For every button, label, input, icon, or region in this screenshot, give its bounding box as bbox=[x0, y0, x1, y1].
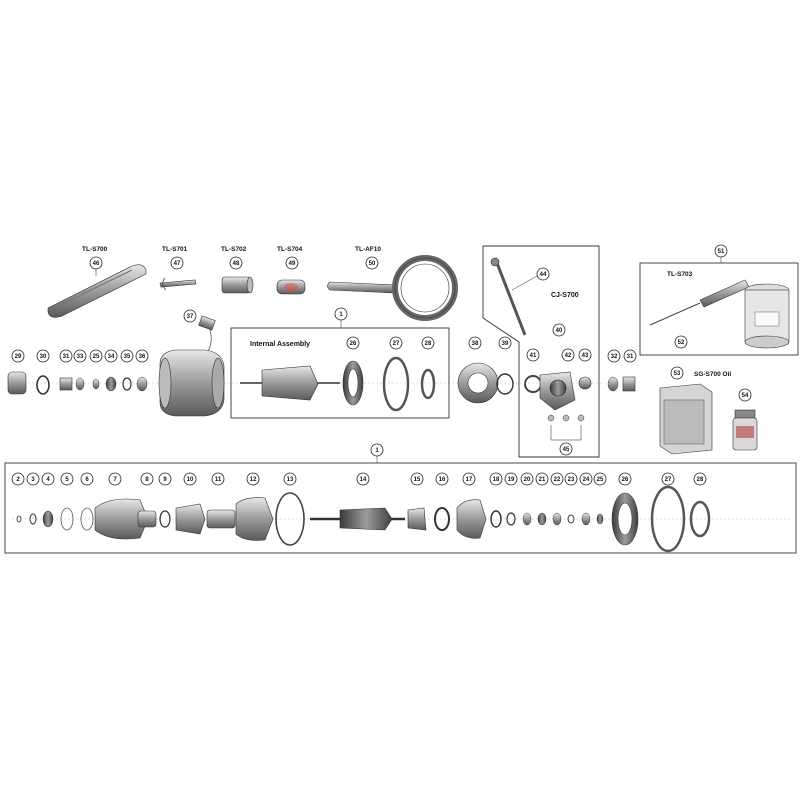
svg-text:12: 12 bbox=[250, 477, 257, 483]
svg-text:36: 36 bbox=[139, 354, 146, 360]
svg-text:32: 32 bbox=[611, 354, 618, 360]
oil-group: 53 SG-S700 Oil 54 bbox=[659, 366, 758, 455]
tool-tl-s702: TL-S702 48 bbox=[221, 246, 254, 294]
svg-text:5: 5 bbox=[65, 477, 69, 483]
svg-text:54: 54 bbox=[742, 393, 749, 399]
svg-text:6: 6 bbox=[85, 477, 89, 483]
svg-text:44: 44 bbox=[540, 272, 547, 278]
tool-tl-s704-number: 49 bbox=[289, 261, 296, 267]
svg-text:30: 30 bbox=[40, 354, 47, 360]
svg-text:26: 26 bbox=[350, 341, 357, 347]
svg-text:4: 4 bbox=[46, 477, 50, 483]
svg-text:2: 2 bbox=[16, 477, 20, 483]
svg-text:11: 11 bbox=[215, 477, 222, 483]
cj-s700-label: CJ-S700 bbox=[551, 292, 579, 299]
svg-text:14: 14 bbox=[360, 477, 367, 483]
svg-text:26: 26 bbox=[622, 477, 629, 483]
svg-text:24: 24 bbox=[583, 477, 590, 483]
svg-text:31: 31 bbox=[627, 354, 634, 360]
svg-text:16: 16 bbox=[439, 477, 446, 483]
svg-text:20: 20 bbox=[524, 477, 531, 483]
svg-text:7: 7 bbox=[113, 477, 117, 483]
tl-s703-panel: 51 TL-S703 52 bbox=[639, 244, 799, 356]
tool-tl-s701: TL-S701 47 bbox=[159, 246, 197, 291]
svg-text:43: 43 bbox=[582, 353, 589, 359]
svg-text:15: 15 bbox=[414, 477, 421, 483]
svg-text:21: 21 bbox=[539, 477, 546, 483]
tool-tl-af10-label: TL-AF10 bbox=[355, 246, 381, 253]
svg-text:52: 52 bbox=[678, 340, 685, 346]
svg-text:23: 23 bbox=[568, 477, 575, 483]
oil-label: SG-S700 Oil bbox=[694, 371, 731, 378]
svg-text:41: 41 bbox=[530, 353, 537, 359]
tool-tl-af10: TL-AF10 50 bbox=[327, 246, 458, 321]
svg-text:29: 29 bbox=[15, 354, 22, 360]
svg-text:8: 8 bbox=[145, 477, 149, 483]
svg-text:25: 25 bbox=[597, 477, 604, 483]
svg-text:17: 17 bbox=[466, 477, 473, 483]
tool-tl-s702-number: 48 bbox=[233, 261, 240, 267]
svg-text:45: 45 bbox=[563, 447, 570, 453]
svg-text:9: 9 bbox=[163, 477, 167, 483]
svg-text:10: 10 bbox=[187, 477, 194, 483]
cj-s700-panel: CJ-S700 44 40 41 42 43 45 bbox=[482, 245, 600, 458]
svg-text:35: 35 bbox=[124, 354, 131, 360]
svg-text:19: 19 bbox=[508, 477, 515, 483]
main-assembly-panel: 1 2 3 4 5 6 7 8 9 10 11 12 13 14 15 16 1… bbox=[4, 443, 797, 554]
svg-text:1: 1 bbox=[375, 448, 379, 454]
internal-assembly-label: Internal Assembly bbox=[250, 341, 310, 348]
main-assembly-numbers: 2 3 4 5 6 7 8 9 10 11 12 13 14 15 16 17 … bbox=[11, 472, 707, 486]
svg-text:38: 38 bbox=[472, 341, 479, 347]
tool-tl-s700-label: TL-S700 bbox=[82, 246, 108, 253]
tool-tl-s700-number: 46 bbox=[93, 261, 100, 267]
svg-text:33: 33 bbox=[77, 354, 84, 360]
svg-text:13: 13 bbox=[287, 477, 294, 483]
tool-tl-s701-label: TL-S701 bbox=[162, 246, 188, 253]
upper-row-parts: 29 30 31 33 25 34 35 36 37 38 39 32 31 bbox=[7, 309, 637, 417]
svg-text:25: 25 bbox=[93, 354, 100, 360]
tool-tl-s701-number: 47 bbox=[174, 261, 181, 267]
svg-text:27: 27 bbox=[665, 477, 672, 483]
svg-text:31: 31 bbox=[63, 354, 70, 360]
svg-text:28: 28 bbox=[425, 341, 432, 347]
main-assembly-parts bbox=[16, 485, 711, 553]
svg-text:39: 39 bbox=[502, 341, 509, 347]
svg-text:1: 1 bbox=[339, 312, 343, 318]
svg-text:40: 40 bbox=[556, 328, 563, 334]
tool-tl-s702-label: TL-S702 bbox=[221, 246, 247, 253]
svg-text:34: 34 bbox=[108, 354, 115, 360]
svg-text:22: 22 bbox=[554, 477, 561, 483]
tool-tl-af10-number: 50 bbox=[369, 261, 376, 267]
internal-assembly-panel: 1 Internal Assembly 26 27 28 bbox=[230, 307, 450, 419]
svg-text:42: 42 bbox=[565, 353, 572, 359]
tl-s703-label: TL-S703 bbox=[667, 271, 693, 278]
svg-text:27: 27 bbox=[393, 341, 400, 347]
tool-tl-s704: TL-S704 49 bbox=[276, 246, 306, 295]
svg-text:51: 51 bbox=[718, 249, 725, 255]
tool-tl-s700: TL-S700 46 bbox=[47, 246, 147, 318]
svg-text:28: 28 bbox=[697, 477, 704, 483]
svg-text:37: 37 bbox=[187, 314, 194, 320]
svg-text:3: 3 bbox=[31, 477, 35, 483]
tool-tl-s704-label: TL-S704 bbox=[277, 246, 303, 253]
svg-text:53: 53 bbox=[674, 371, 681, 377]
svg-text:18: 18 bbox=[493, 477, 500, 483]
